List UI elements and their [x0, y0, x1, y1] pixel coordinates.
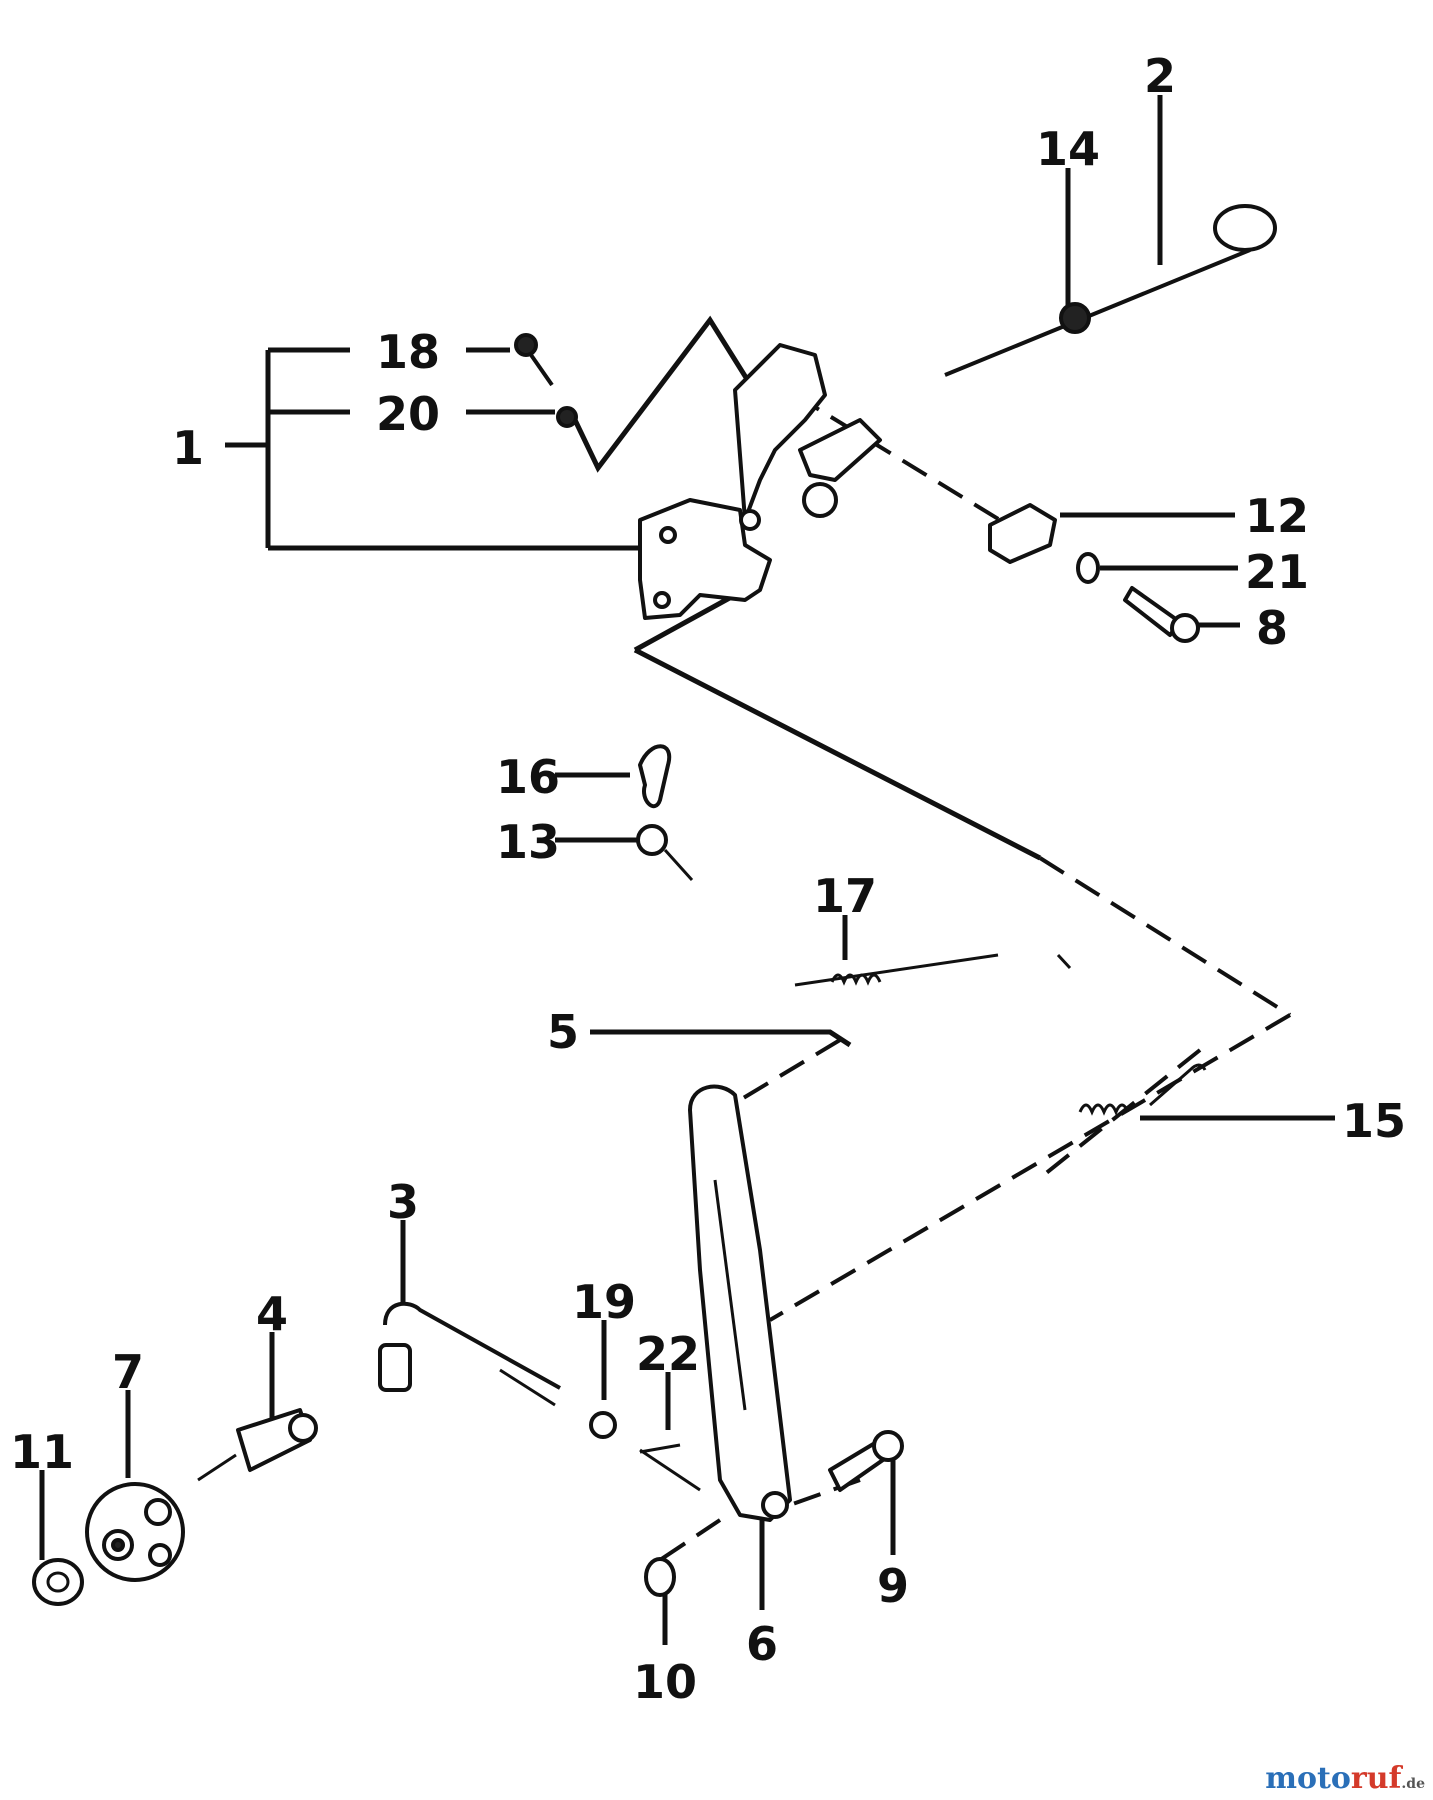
site-watermark: motoruf.de: [1265, 1761, 1425, 1796]
callout-5: 5: [547, 1005, 579, 1059]
part-2-rod: [944, 204, 1277, 377]
callout-16: 16: [496, 750, 560, 804]
callout-6: 6: [746, 1617, 778, 1671]
part-14-nut: [1059, 302, 1091, 334]
callout-9: 9: [877, 1559, 909, 1613]
callout-11: 11: [10, 1425, 74, 1479]
part-8-screw: [1123, 586, 1200, 643]
callout-7: 7: [112, 1345, 144, 1399]
watermark-part-a: moto: [1265, 1761, 1351, 1796]
callout-21: 21: [1245, 545, 1309, 599]
callout-17: 17: [813, 869, 877, 923]
part-15-spring: [1078, 1063, 1207, 1116]
part-21-washer: [1076, 552, 1100, 584]
callout-15: 15: [1342, 1094, 1406, 1148]
part-12-clip: [988, 503, 1057, 564]
part-1-bracket: [638, 343, 882, 620]
watermark-part-c: .de: [1401, 1776, 1425, 1792]
callout-12: 12: [1245, 489, 1309, 543]
callout-8: 8: [1256, 601, 1288, 655]
callout-3: 3: [387, 1175, 419, 1229]
part-4-connector: [197, 1408, 318, 1482]
callout-1: 1: [172, 421, 204, 475]
leader-lines: [39, 95, 1335, 1645]
callout-labels: 1 2 3 4 5 6 7 8 9 10 11 12 13 14 15 16 1…: [10, 49, 1406, 1709]
part-6-lever: [688, 1084, 792, 1522]
callout-18: 18: [376, 325, 440, 379]
callout-19: 19: [572, 1275, 636, 1329]
callout-14: 14: [1036, 122, 1100, 176]
callout-10: 10: [633, 1655, 697, 1709]
part-16-clip: [638, 744, 672, 809]
part-9-bolt: [828, 1430, 904, 1492]
watermark-part-b: ruf: [1350, 1761, 1402, 1796]
part-20-nut: [556, 406, 578, 428]
part-7-gear: [85, 1482, 185, 1582]
callout-20: 20: [376, 387, 440, 441]
part-3-rod: [378, 1301, 561, 1407]
part-11-washer: [32, 1558, 84, 1606]
part-22-pin: [639, 1443, 681, 1454]
part-17-spring: [794, 953, 1072, 987]
part-13-clip: [636, 824, 694, 882]
callout-22: 22: [636, 1327, 700, 1381]
part-10-nut: [644, 1557, 676, 1597]
callout-4: 4: [256, 1287, 288, 1341]
callout-13: 13: [496, 815, 560, 869]
part-19-clip: [589, 1411, 617, 1439]
part-18-screw: [514, 333, 554, 387]
callout-2: 2: [1144, 49, 1176, 103]
